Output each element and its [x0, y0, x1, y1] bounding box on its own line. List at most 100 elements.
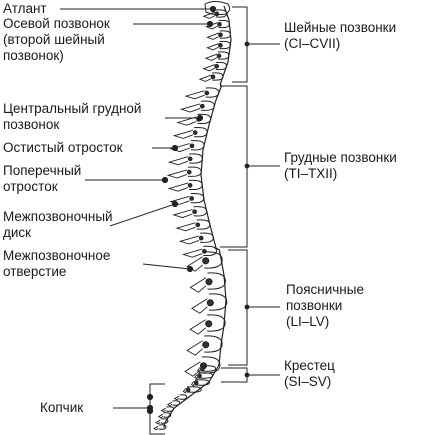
- vertebra-body: [218, 51, 230, 60]
- label-thoracic: Грудные позвонки (TI–TXII): [284, 150, 397, 181]
- transverse-process-pointer-dot: [161, 176, 169, 184]
- vertebra-body: [188, 179, 203, 191]
- vertebra-detail: [217, 22, 222, 27]
- vertebra-body: [197, 113, 212, 125]
- vertebra-detail: [218, 43, 223, 48]
- vertebra-body: [212, 72, 224, 81]
- vertebra-detail: [192, 209, 197, 215]
- vertebra-detail: [195, 222, 201, 228]
- central-thoracic-pointer-dot: [196, 114, 204, 122]
- label-axis: Осевой позвонок (второй шейный позвонок): [3, 16, 110, 63]
- vertebra-body: [205, 87, 220, 98]
- vertebra-detail: [197, 373, 202, 379]
- vertebra-body: [193, 206, 208, 217]
- vertebra-body: [219, 30, 231, 39]
- vertebra-process: [190, 381, 195, 387]
- coccyx-bracket: [149, 383, 165, 435]
- label-disc: Межпозвоночный диск: [3, 209, 113, 240]
- vertebra-body: [194, 379, 210, 386]
- vertebra-detail: [210, 74, 216, 80]
- pointer-lines: [60, 5, 217, 415]
- vertebra-process: [190, 298, 208, 314]
- vertebra-detail: [192, 130, 198, 135]
- vertebra-body: [204, 335, 223, 353]
- vertebral-column: [153, 1, 232, 431]
- bracket-dots: [244, 41, 250, 378]
- vertebra-body: [179, 394, 188, 400]
- vertebra-process: [184, 361, 201, 377]
- vertebra-process: [160, 407, 167, 413]
- vertebra-process: [202, 64, 216, 72]
- label-atlas: Атлант: [3, 1, 47, 16]
- vertebra-detail: [205, 320, 213, 328]
- label-foramen: Межпозвоночное отверстие: [3, 248, 111, 279]
- vertebra-body: [207, 314, 226, 332]
- vertebra-body: [166, 406, 175, 412]
- foramen-pointer: [142, 263, 191, 270]
- vertebra-process: [206, 32, 219, 40]
- vertebra-detail: [200, 366, 205, 372]
- vertebra-process: [153, 425, 159, 431]
- label-sacrum: Крестец (SI–SV): [284, 358, 335, 389]
- vertebra-detail: [204, 90, 210, 96]
- vertebra-body: [203, 245, 218, 257]
- vertebra-process: [189, 319, 206, 335]
- vertebra-process: [166, 401, 173, 407]
- vertebra-body: [201, 100, 215, 111]
- vertebra-body: [172, 400, 181, 406]
- vertebra-process: [167, 182, 189, 192]
- vertebra-process: [186, 340, 203, 356]
- label-coccyx: Копчик: [40, 400, 84, 415]
- vertebra-body: [204, 251, 223, 269]
- vertebra-body: [190, 192, 205, 204]
- vertebra-detail: [198, 235, 204, 241]
- vertebra-detail: [202, 248, 207, 254]
- foramen-pointer-dot: [186, 265, 194, 273]
- vertebra-process: [181, 248, 203, 258]
- vertebra-process: [172, 129, 194, 139]
- vertebra-process: [189, 277, 207, 293]
- vertebra-body: [189, 153, 203, 164]
- label-cervical: Шейные позвонки (CI–CVII): [284, 20, 397, 51]
- vertebra-body: [215, 61, 228, 71]
- vertebra-detail: [199, 103, 205, 109]
- thoracic-bracket: [220, 85, 248, 248]
- vertebra-detail: [218, 32, 223, 38]
- vertebra-detail: [187, 156, 193, 162]
- vertebra-detail: [186, 169, 192, 175]
- vertebra-process: [157, 413, 164, 419]
- label-transverse-process: Поперечный отросток: [3, 163, 82, 194]
- vertebra-body: [188, 166, 202, 177]
- vertebra-body: [158, 424, 167, 430]
- vertebra-body: [163, 412, 172, 418]
- vertebra-body: [186, 386, 202, 393]
- label-lumbar: Поясничные позвонки (LI–LV): [286, 282, 364, 329]
- vertebra-detail: [187, 182, 193, 188]
- vertebra-detail: [185, 387, 191, 393]
- vertebra-body: [190, 140, 205, 151]
- vertebra-detail: [189, 143, 195, 149]
- vertebra-process: [204, 53, 218, 61]
- vertebra-detail: [216, 53, 222, 59]
- vertebra-process: [167, 156, 189, 166]
- vertebra-detail: [193, 380, 199, 386]
- disc-pointer-dot: [171, 200, 179, 208]
- vertebra-process: [198, 74, 212, 82]
- sacrum-bracket: [221, 367, 248, 383]
- vertebra-process: [166, 169, 188, 179]
- vertebra-process: [182, 388, 187, 394]
- vertebra-detail: [189, 196, 195, 201]
- vertebra-detail: [202, 257, 210, 265]
- vertebra-body: [196, 219, 211, 230]
- spinous-process-pointer-dot: [171, 144, 179, 152]
- vertebra-process: [175, 222, 196, 232]
- vertebra-process: [173, 395, 180, 401]
- vertebra-body: [200, 232, 214, 243]
- vertebra-process: [154, 419, 161, 425]
- vertebra-process: [178, 235, 200, 245]
- label-central-thoracic: Центральный грудной позвонок: [3, 101, 142, 132]
- vertebra-body: [194, 126, 208, 138]
- atlas-shape: [204, 1, 231, 16]
